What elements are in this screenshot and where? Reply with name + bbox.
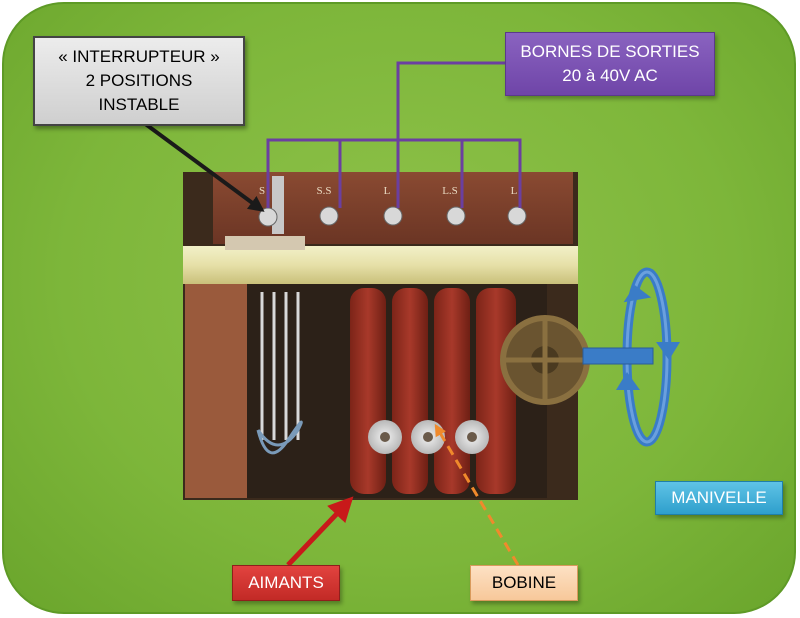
magnet [476,288,516,494]
manivelle-label-text: MANIVELLE [671,488,767,507]
terminal-screw [258,207,278,227]
terminal-marking: L [384,185,391,197]
brass-band [183,246,578,284]
terminal-marking: S [259,185,265,197]
terminal-marking: L [511,185,518,197]
wire-coil [256,420,303,455]
aimants-label-text: AIMANTS [248,573,324,592]
terminal-screw [383,206,403,226]
interrupteur-label-line: 2 POSITIONS [85,71,193,90]
magnet [392,288,428,494]
bornes-label-line: 20 à 40V AC [562,66,658,85]
manivelle-label: MANIVELLE [655,481,783,515]
aimants-label: AIMANTS [232,565,340,601]
bobine-label: BOBINE [470,565,578,601]
crank-rotation-icon [582,267,680,447]
output-wires [266,61,522,208]
terminal-screws [258,206,527,227]
terminal-marking: L.S [442,185,458,197]
terminal-screw [319,206,339,226]
wooden-side-panel [185,284,247,498]
aimants-arrow [286,496,354,567]
interrupteur-label-line: INSTABLE [98,95,180,114]
magnet [434,288,470,494]
spring-contacts [260,292,300,440]
bobine-arrow [434,423,520,566]
interrupteur-label: « INTERRUPTEUR » 2 POSITIONS INSTABLE [33,36,245,126]
bornes-label-line: BORNES DE SORTIES [520,42,700,61]
bobine-label-text: BOBINE [491,573,557,592]
magnet [350,288,386,494]
terminal-screw [507,206,527,226]
terminal-screw [446,206,466,226]
terminal-marking: S.S [317,185,332,197]
bornes-label: BORNES DE SORTIES 20 à 40V AC [505,32,715,96]
switch-lever [272,176,284,234]
interrupteur-pointer [138,118,265,212]
gear-wheel [500,315,590,405]
interrupteur-label-line: « INTERRUPTEUR » [58,47,220,66]
pole-discs [368,420,489,454]
magneto-photo: S S.S L L.S L [183,172,590,500]
